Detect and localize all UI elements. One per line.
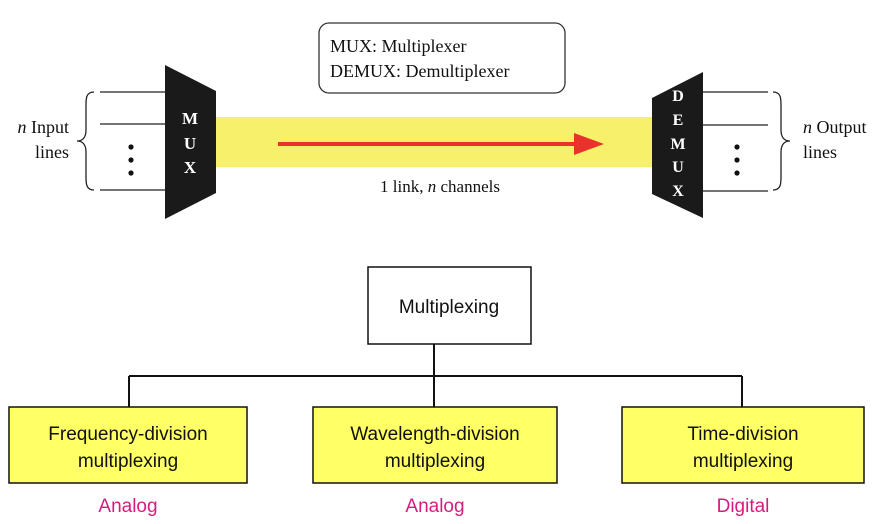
link-arrow-icon (278, 133, 604, 155)
output-brace-icon (772, 91, 791, 191)
input-ellipsis (128, 144, 134, 176)
demux-letter-x: X (672, 183, 684, 200)
node-wavelength-division-line-1: Wavelength-division (350, 424, 519, 445)
input-label-line-1: n Input (18, 117, 70, 137)
legend-line-2: DEMUX: Demultiplexer (330, 61, 509, 81)
mux-device (165, 65, 216, 219)
input-lines (100, 91, 166, 191)
tree-connectors (128, 344, 743, 407)
mux-letter-x: X (184, 158, 197, 177)
node-wavelength-division: Wavelength-division multiplexing (312, 406, 558, 484)
demux-letter-u: U (672, 159, 684, 176)
type-label-time: Digital (717, 496, 770, 517)
root-node: Multiplexing (367, 266, 532, 345)
output-ellipsis (734, 144, 740, 176)
legend-box: MUX: Multiplexer DEMUX: Demultiplexer (318, 22, 566, 94)
node-wavelength-division-line-2: multiplexing (385, 451, 485, 472)
output-label-line-1: n Output (803, 117, 867, 137)
type-label-wavelength: Analog (405, 496, 464, 517)
input-label-line-2: lines (35, 142, 69, 162)
mux-letter-u: U (184, 134, 196, 153)
output-lines (703, 91, 768, 192)
demux-letter-e: E (673, 112, 684, 129)
node-frequency-division-line-2: multiplexing (78, 451, 178, 472)
node-time-division-line-2: multiplexing (693, 451, 793, 472)
type-label-frequency: Analog (98, 496, 157, 517)
mux-letter-m: M (182, 109, 198, 128)
demux-letter-m: M (670, 136, 685, 153)
node-frequency-division-line-1: Frequency-division (48, 424, 207, 445)
input-brace-icon (76, 91, 95, 191)
node-time-division-line-1: Time-division (687, 424, 798, 445)
output-label-line-2: lines (803, 142, 837, 162)
node-time-division: Time-division multiplexing (621, 406, 865, 484)
link-label: 1 link, n channels (380, 177, 500, 196)
demux-device (652, 72, 703, 218)
demux-letter-d: D (672, 88, 684, 105)
root-node-label: Multiplexing (399, 297, 499, 318)
node-frequency-division: Frequency-division multiplexing (8, 406, 248, 484)
legend-line-1: MUX: Multiplexer (330, 36, 467, 56)
